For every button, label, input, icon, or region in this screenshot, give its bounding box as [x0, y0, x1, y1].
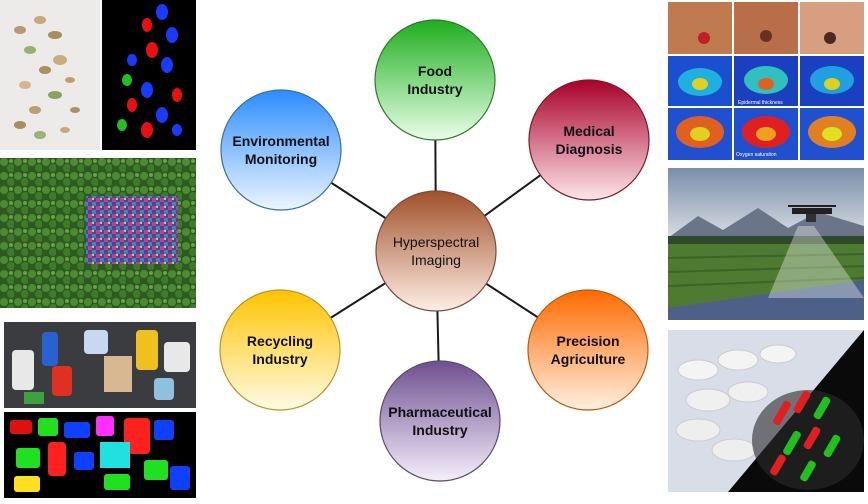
connector-lines [330, 139, 542, 362]
node-agriculture-label-line: Precision [556, 333, 619, 349]
node-agriculture-circle [527, 289, 649, 411]
node-medical-label-line: Diagnosis [556, 141, 623, 157]
node-recycling-circle [219, 289, 341, 411]
plastic-waste-photo [4, 322, 196, 408]
connector-pharma [436, 310, 440, 362]
connector-agriculture [485, 282, 539, 319]
forest-aerial-photo [0, 158, 196, 308]
node-food-label-line: Food [418, 63, 452, 79]
pistachio-classification-map [102, 0, 196, 150]
drone-crop-field [668, 168, 864, 320]
foot-oxygen-label: Oxygen saturation [736, 152, 777, 158]
node-recycling-label-line: Recycling [247, 333, 313, 349]
node-pharma-label-line: Pharmaceutical [388, 404, 492, 420]
hub-hyperspectral-imaging-circle [375, 190, 497, 312]
node-environment-label-line: Environmental [232, 133, 329, 149]
node-recycling-label-line: Industry [252, 351, 307, 367]
node-agriculture-label-line: Agriculture [551, 351, 626, 367]
pistachio-rgb-photo [0, 0, 100, 150]
plastic-waste-classification [4, 412, 196, 498]
hub-hyperspectral-imaging-label-line: Hyperspectral [393, 234, 479, 250]
node-pharma-label-line: Industry [412, 422, 467, 438]
foot-thickness-label: Epidermal thickness [738, 100, 783, 106]
node-environment-label-line: Monitoring [245, 151, 317, 167]
connector-medical [483, 174, 542, 217]
tablets-classification [668, 330, 864, 492]
hub-hyperspectral-imaging-label-line: Imaging [411, 252, 461, 268]
node-pharma-circle [379, 360, 501, 482]
node-food-circle [374, 19, 496, 141]
connector-recycling [330, 282, 386, 319]
node-medical-label-line: Medical [563, 123, 614, 139]
node-environment-circle [220, 89, 342, 211]
node-medical-circle [528, 79, 650, 201]
connector-environment [330, 181, 387, 220]
foot-wound-images: Epidermal thickness Oxygen saturation [668, 2, 864, 160]
node-food-label-line: Industry [407, 81, 462, 97]
